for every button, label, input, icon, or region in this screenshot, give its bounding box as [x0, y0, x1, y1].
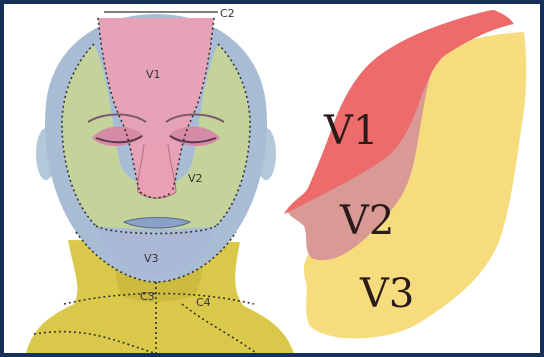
face-label-v1: V1 [146, 68, 161, 81]
diagram-frame: C2 V1 V2 V3 C3 C4 V1 V2 V3 [4, 4, 540, 353]
profile-label-v3: V3 [359, 271, 414, 317]
profile-label-v1: V1 [323, 108, 378, 154]
trigeminal-dermatome-diagram: C2 V1 V2 V3 C3 C4 V1 V2 V3 [4, 4, 540, 353]
face-label-v3: V3 [144, 252, 159, 265]
face-front-illustration [26, 12, 294, 353]
face-label-c2: C2 [220, 7, 235, 20]
face-label-c3: C3 [140, 290, 155, 303]
face-label-v2: V2 [188, 172, 203, 185]
face-label-c4: C4 [196, 296, 211, 309]
profile-label-v2: V2 [339, 198, 394, 244]
